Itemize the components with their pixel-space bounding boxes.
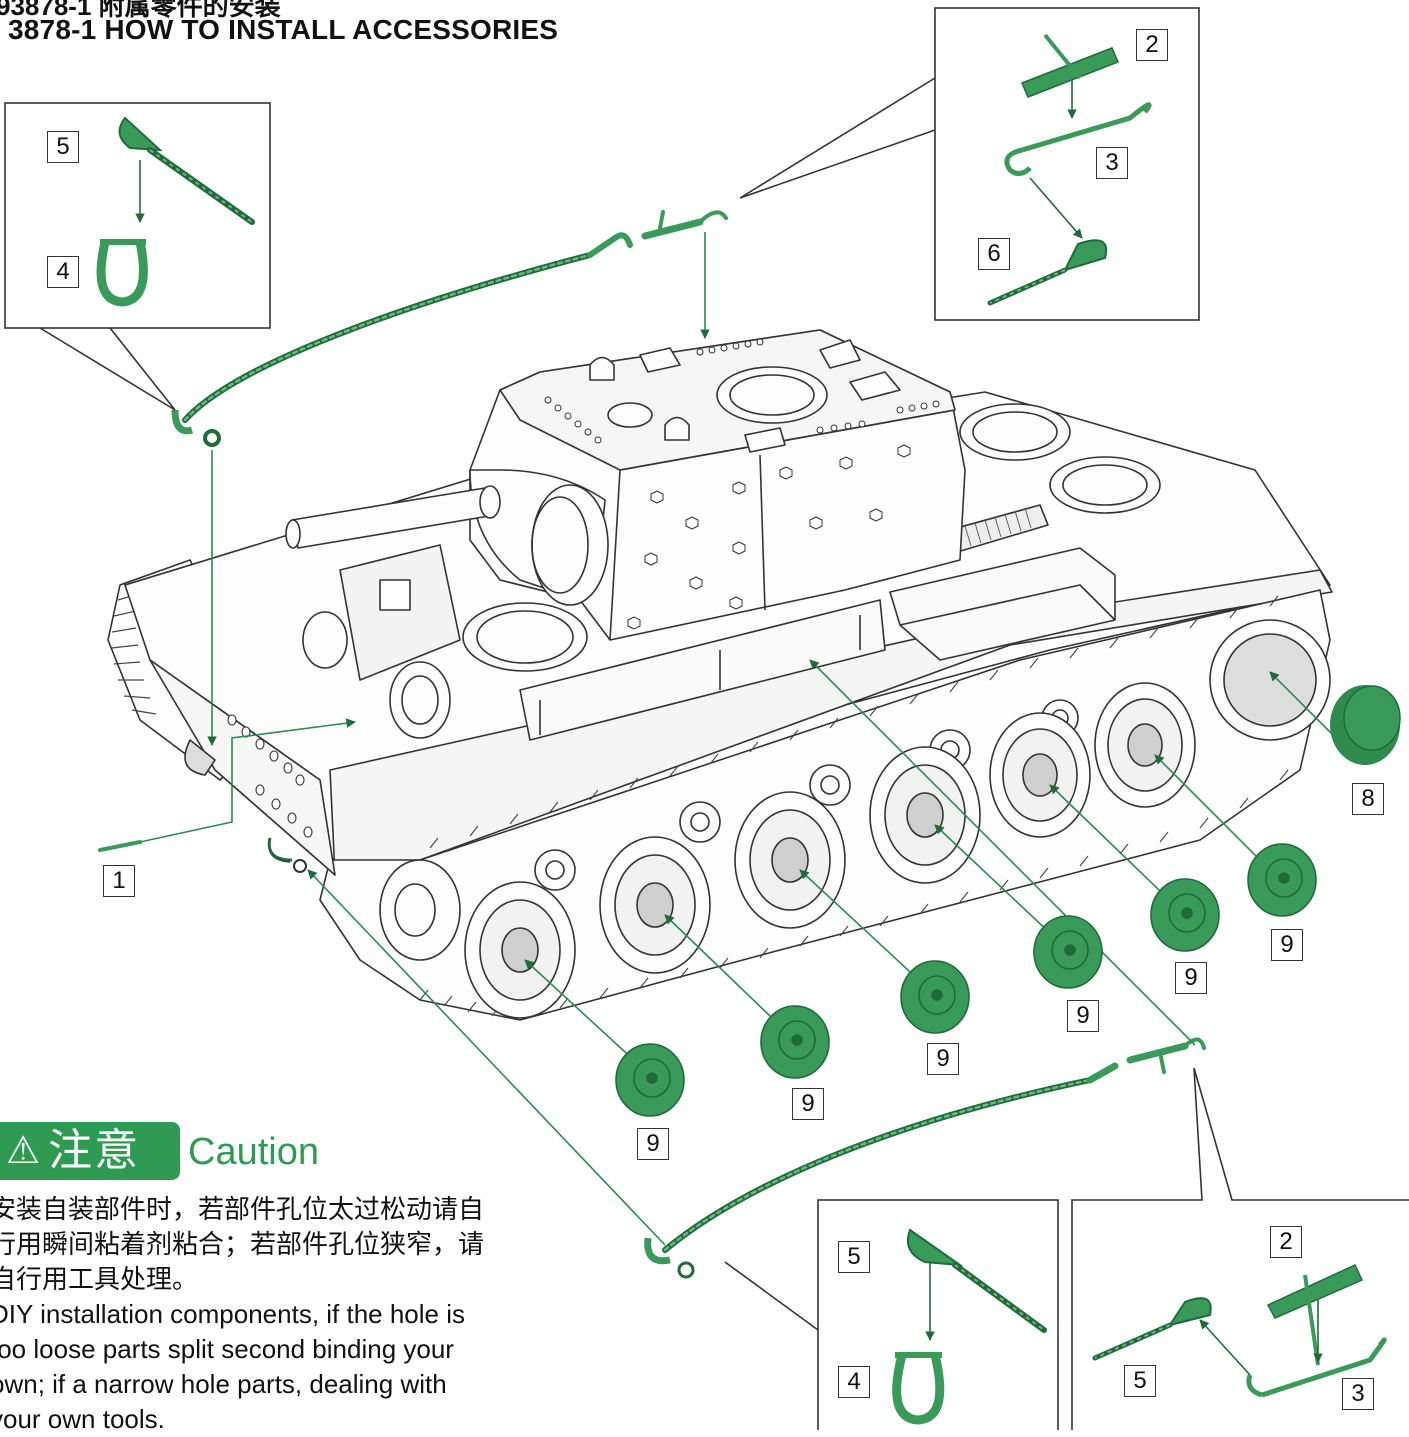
detail-top-left-parts [96, 116, 255, 307]
detail-bottom-middle-parts [892, 1228, 1047, 1425]
shackle-icon [267, 837, 293, 862]
left-track-links [111, 593, 157, 715]
part-tag-8: 8 [1352, 783, 1384, 815]
part-tag-2: 2 [1270, 1226, 1302, 1258]
page-title: 3878-1 HOW TO INSTALL ACCESSORIES [8, 14, 559, 45]
detail-box-bottom-right [1071, 1067, 1409, 1430]
commander-cupola [716, 366, 828, 424]
part-tag-3: 3 [1096, 147, 1128, 179]
part-tag-3: 3 [1342, 1378, 1374, 1410]
part-tag-9: 9 [792, 1088, 824, 1120]
part-tag-9: 9 [927, 1043, 959, 1075]
caution-text: 安装自装部件时，若部件孔位太过松动请自行用瞬间粘着剂粘合；若部件孔位狭窄，请自行… [0, 1192, 500, 1437]
part-tag-5: 5 [1124, 1365, 1156, 1397]
caution-label-cn: 注意 [48, 1126, 141, 1175]
wheel-hub-cap-icon [1033, 915, 1103, 989]
wheel-hub-cap-icon [760, 1005, 830, 1079]
road-wheels [464, 682, 1196, 1019]
tank-illustration [107, 329, 1333, 1021]
part-tag-4: 4 [47, 256, 79, 288]
periscope-1 [589, 356, 615, 381]
shackle-icon [644, 1237, 695, 1279]
shackle-icon [171, 409, 221, 447]
road-wheel [989, 712, 1091, 838]
deck-hatch-left [462, 602, 588, 672]
front-tow-shackle [184, 739, 216, 776]
deck-hatch-right-1 [959, 403, 1071, 461]
road-wheel [464, 881, 576, 1019]
wheel-hub-cap-icon [1247, 843, 1317, 917]
driver-visor [339, 544, 461, 681]
tow-cable-upper [182, 210, 728, 423]
detail-bottom-right-parts [1092, 1264, 1387, 1398]
deck-hatch-right-2 [1049, 456, 1161, 514]
wheel-hub-cap-icon [900, 960, 970, 1034]
turret-bolts [544, 338, 940, 444]
wheel-hub-cap-icon [1150, 878, 1220, 952]
shackle-icon [892, 1352, 945, 1425]
caution-text-cn: 安装自装部件时，若部件孔位太过松动请自行用瞬间粘着剂粘合；若部件孔位狭窄，请自行… [0, 1194, 485, 1294]
detail-top-right-parts [987, 33, 1152, 306]
wheel-hub-cap-icon [615, 1043, 685, 1117]
periscope-2 [664, 416, 690, 441]
road-wheel [1094, 682, 1196, 808]
wheel-hub-caps [615, 843, 1317, 1117]
part-1-rod [98, 840, 142, 852]
part-tag-9: 9 [1271, 929, 1303, 961]
parts-layer [98, 210, 1401, 1279]
right-track-links [419, 595, 1289, 1019]
part-tag-1: 1 [103, 865, 135, 897]
front-plate-holes [227, 714, 313, 838]
road-wheel [869, 746, 981, 884]
tow-cable-lower [662, 1037, 1206, 1253]
part-tag-9: 9 [1175, 962, 1207, 994]
sprocket-cap-icon [1330, 685, 1401, 765]
road-wheel [599, 836, 711, 974]
part-tag-5: 5 [47, 131, 79, 163]
part-tag-6: 6 [978, 238, 1010, 270]
page-title-cn: 93878-1 附属零件的安装 [0, 0, 281, 21]
shackle-icon [96, 239, 148, 307]
front-idler [379, 859, 461, 961]
turret-hex-bolts [627, 444, 911, 630]
part-tag-4: 4 [838, 1366, 870, 1398]
side-stowage [519, 599, 886, 741]
caution-text-en: DIY installation components, if the hole… [0, 1299, 466, 1434]
part-tag-2: 2 [1136, 29, 1168, 61]
part-tag-9: 9 [637, 1128, 669, 1160]
road-wheel [734, 791, 846, 929]
part-tag-5: 5 [838, 1241, 870, 1273]
caution-label: Caution [188, 1131, 319, 1173]
part-tag-9: 9 [1067, 1000, 1099, 1032]
warning-triangle-icon: ⚠ [6, 1130, 41, 1172]
caution-badge: ⚠ 注意 [0, 1122, 180, 1180]
